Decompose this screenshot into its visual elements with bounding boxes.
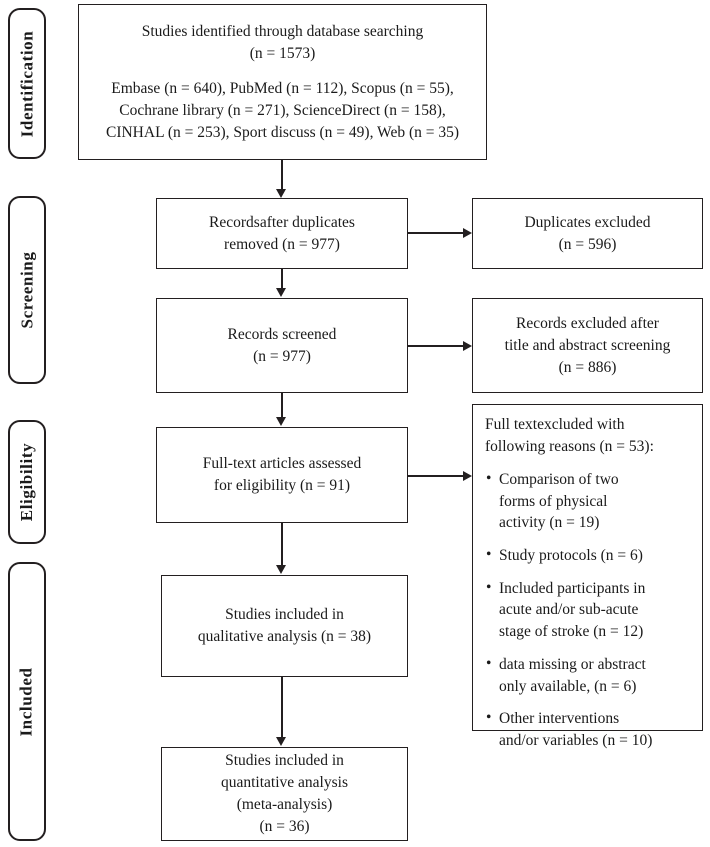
stage-label-included: Included <box>8 562 46 841</box>
stage-label-screening: Screening <box>8 196 46 384</box>
records-screened-line-2: (n = 977) <box>253 347 311 365</box>
connector-dedup-to-duplicates-excluded <box>408 232 464 234</box>
reason-4-line-2: only available, (n = 6) <box>499 677 637 695</box>
reason-3-line-1: Included participants in <box>499 579 646 597</box>
stage-label-screening-text: Screening <box>17 251 36 329</box>
records-screened-line-1: Records screened <box>227 325 337 343</box>
stage-label-identification-text: Identification <box>17 30 36 137</box>
box-duplicates-excluded: Duplicates excluded (n = 596) <box>472 198 703 269</box>
connector-fulltext-to-excluded <box>408 475 464 477</box>
box-qualitative-analysis: Studies included in qualitative analysis… <box>161 575 408 677</box>
box-fulltext-assessed: Full-text articles assessed for eligibil… <box>156 427 408 523</box>
arrowhead-identified-to-dedup <box>276 189 286 198</box>
connector-dedup-to-screened <box>281 269 283 289</box>
stage-label-eligibility: Eligibility <box>8 420 46 544</box>
records-after-duplicates-line-2: removed (n = 977) <box>224 235 340 253</box>
records-excluded-line-3: (n = 886) <box>558 358 617 376</box>
reason-5-line-2: and/or variables (n = 10) <box>499 731 653 749</box>
reason-3-line-2: acute and/or sub-acute <box>499 601 639 619</box>
box-quantitative-analysis: Studies included in quantitative analysi… <box>161 747 408 841</box>
bullet-icon: • <box>486 546 492 564</box>
box-records-screened: Records screened (n = 977) <box>156 298 408 393</box>
reason-1-line-2: forms of physical <box>499 492 608 510</box>
records-excluded-line-2: title and abstract screening <box>504 336 671 354</box>
reason-5-line-1: Other interventions <box>499 710 620 728</box>
fulltext-excluded-heading-1: Full textexcluded with <box>485 416 625 433</box>
arrowhead-qualitative-to-quantitative <box>276 737 286 746</box>
bullet-icon: • <box>486 578 492 596</box>
quantitative-line-3: (meta-analysis) <box>236 796 333 813</box>
connector-identified-to-dedup <box>281 160 283 190</box>
records-after-duplicates-line-1: Recordsafter duplicates <box>209 213 355 231</box>
stage-label-identification: Identification <box>8 8 46 159</box>
quantitative-line-4: (n = 36) <box>259 818 310 835</box>
quantitative-line-1: Studies included in <box>225 752 344 769</box>
studies-identified-source-3: CINHAL (n = 253), Sport discuss (n = 49)… <box>105 123 460 141</box>
fulltext-assessed-line-2: for eligibility (n = 91) <box>213 477 351 494</box>
connector-screened-to-records-excluded <box>408 345 464 347</box>
box-records-after-duplicates: Recordsafter duplicates removed (n = 977… <box>156 198 408 269</box>
box-studies-identified: Studies identified through database sear… <box>78 4 487 160</box>
bullet-icon: • <box>486 470 492 487</box>
box-fulltext-excluded: Full textexcluded with following reasons… <box>472 404 703 749</box>
reason-4-line-1: data missing or abstract <box>499 655 646 673</box>
connector-fulltext-to-qualitative <box>281 523 283 566</box>
exclusion-reason-list: • Comparison of two forms of physical ac… <box>485 469 692 752</box>
fulltext-assessed-line-1: Full-text articles assessed <box>202 455 362 472</box>
box-records-excluded: Records excluded after title and abstrac… <box>472 298 703 393</box>
duplicates-excluded-line-2: (n = 596) <box>558 235 617 253</box>
exclusion-reason-item: • Included participants in acute and/or … <box>485 578 692 643</box>
studies-identified-source-1: Embase (n = 640), PubMed (n = 112), Scop… <box>111 79 454 97</box>
reason-1-line-1: Comparison of two <box>499 471 619 488</box>
qualitative-line-1: Studies included in <box>225 606 344 623</box>
bullet-icon: • <box>486 654 492 672</box>
exclusion-reason-item: • Other interventions and/or variables (… <box>485 708 692 751</box>
bullet-icon: • <box>486 709 492 727</box>
studies-identified-line-2: (n = 1573) <box>249 44 316 62</box>
exclusion-reason-item: • Comparison of two forms of physical ac… <box>485 469 692 534</box>
records-excluded-line-1: Records excluded after <box>516 314 659 332</box>
stage-label-eligibility-text: Eligibility <box>17 442 36 522</box>
reason-1-line-3: activity (n = 19) <box>499 514 600 532</box>
exclusion-reason-item: • data missing or abstract only availabl… <box>485 654 692 697</box>
spacer <box>87 65 478 78</box>
exclusion-reason-item: • Study protocols (n = 6) <box>485 545 692 567</box>
stage-label-included-text: Included <box>17 666 36 737</box>
studies-identified-source-2: Cochrane library (n = 271), ScienceDirec… <box>119 101 446 119</box>
arrowhead-fulltext-to-excluded <box>463 470 472 481</box>
studies-identified-line-1: Studies identified through database sear… <box>141 22 424 40</box>
duplicates-excluded-line-1: Duplicates excluded <box>524 213 651 231</box>
reason-2-line-1: Study protocols (n = 6) <box>499 547 643 565</box>
connector-screened-to-fulltext <box>281 393 283 418</box>
arrowhead-dedup-to-duplicates-excluded <box>463 227 472 238</box>
quantitative-line-2: quantitative analysis <box>221 774 348 791</box>
arrowhead-fulltext-to-qualitative <box>276 565 286 574</box>
connector-qualitative-to-quantitative <box>281 677 283 738</box>
arrowhead-screened-to-fulltext <box>276 417 286 426</box>
arrowhead-screened-to-records-excluded <box>463 340 472 351</box>
arrowhead-dedup-to-screened <box>276 288 286 297</box>
qualitative-line-2: qualitative analysis (n = 38) <box>197 628 372 645</box>
fulltext-excluded-heading-2: following reasons (n = 53): <box>485 438 654 455</box>
reason-3-line-3: stage of stroke (n = 12) <box>499 623 644 641</box>
